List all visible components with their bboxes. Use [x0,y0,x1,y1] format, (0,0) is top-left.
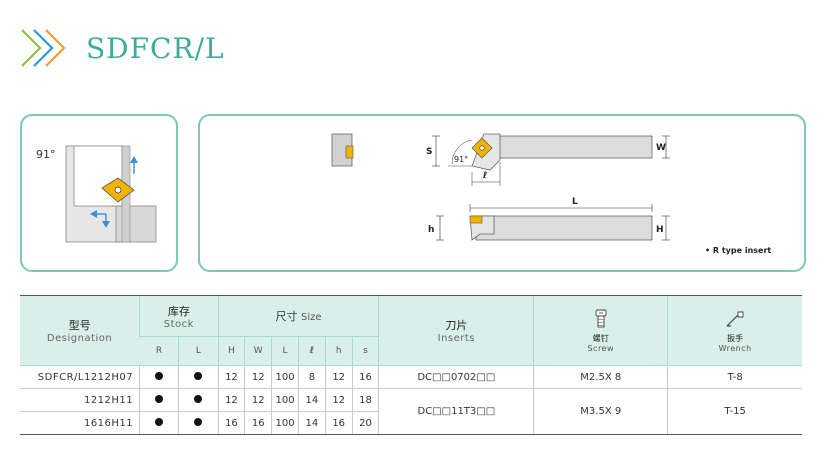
sub-header-H: H [217,336,245,366]
H-cell: 12 [217,388,245,412]
table-row: 1212H11 12 12 100 14 12 18 DC□□11T3□□ M3… [20,388,802,435]
spec-table: 型号 Designation 库存 Stock 尺寸 Size 刀片 Inser… [20,296,802,435]
insert-cell: DC□□11T3□□ [378,388,534,435]
l-cell: 14 [297,388,326,412]
dim-s-label: S [426,147,432,157]
inserts-header: 刀片 Inserts [378,296,534,366]
dim-h-label: h [428,225,434,235]
W-cell: 12 [244,388,272,412]
insert-type-note: • R type insert [705,246,772,255]
dim-l-small-label: ℓ [482,171,487,181]
angle-diagram-panel: 91° [20,114,178,272]
designation-header: 型号 Designation [20,296,140,366]
l-cell: 8 [297,365,326,389]
stock-r-cell [139,411,179,435]
l-cell: 14 [297,411,326,435]
page-title: SDFCR/L [86,31,225,65]
in-stock-dot-icon [194,394,203,403]
feed-arrow-left-icon [90,210,110,228]
h-cell: 16 [324,411,353,435]
designation-cell: SDFCR/L1212H07 [20,365,140,389]
wrench-cell: T-8 [667,365,802,389]
chevrons-icon [21,29,66,67]
W-cell: 16 [244,411,272,435]
dim-H-label: H [656,225,664,235]
L-cell: 100 [271,365,299,389]
sub-header-h: h [324,336,353,366]
screw-cell: M3.5X 9 [533,388,668,435]
h-cell: 12 [324,388,353,412]
angle-schematic [65,145,157,243]
wrench-cell: T-15 [667,388,802,435]
stock-r-cell [139,388,179,412]
tool-drawing-panel: 91° S W ℓ L h H • R type insert [198,114,806,272]
in-stock-dot-icon [155,394,164,403]
screw-cell: M2.5X 8 [533,365,668,389]
size-header: 尺寸 Size [217,296,379,337]
in-stock-dot-icon [155,417,164,426]
sub-header-s: s [351,336,379,366]
h-cell: 12 [324,365,353,389]
W-cell: 12 [244,365,272,389]
s-cell: 18 [351,388,379,412]
s-cell: 16 [351,365,379,389]
page-header: SDFCR/L [18,26,225,70]
stock-l-cell [178,388,219,412]
stock-r-cell [139,365,179,389]
dim-w-label: W [656,143,666,153]
wrench-header: 扳手 Wrench [667,296,802,366]
sub-header-length: L [271,336,299,366]
in-stock-dot-icon [155,371,164,380]
stock-l-cell [178,365,219,389]
screw-header: 螺钉 Screw [533,296,668,366]
angle-small-label: 91° [454,155,468,164]
side-view-insert [469,215,483,224]
designation-cell: 1212H11 [20,388,140,412]
dim-L-label: L [572,197,578,207]
table-row: SDFCR/L1212H07 12 12 100 8 12 16 DC□□070… [20,365,802,389]
sub-header-W: W [244,336,272,366]
designation-cell: 1616H11 [20,411,140,435]
L-cell: 100 [271,388,299,412]
H-cell: 12 [217,365,245,389]
sub-header-L: L [178,336,219,366]
H-cell: 16 [217,411,245,435]
stock-header: 库存 Stock [139,296,219,337]
screw-icon [595,309,607,327]
sub-header-l: ℓ [297,336,326,366]
in-stock-dot-icon [194,417,203,426]
angle-label: 91° [36,148,56,161]
sub-header-R: R [139,336,179,366]
insert-cell: DC□□0702□□ [378,365,534,389]
in-stock-dot-icon [194,371,203,380]
wrench-icon [726,311,744,327]
s-cell: 20 [351,411,379,435]
feed-arrow-up-icon [130,156,138,174]
table-top-rule [20,295,802,296]
table-row: 1616H11 16 16 100 14 16 20 [20,411,802,435]
stock-l-cell [178,411,219,435]
tool-drawing: 91° S W ℓ L h H [331,133,670,241]
L-cell: 100 [271,411,299,435]
